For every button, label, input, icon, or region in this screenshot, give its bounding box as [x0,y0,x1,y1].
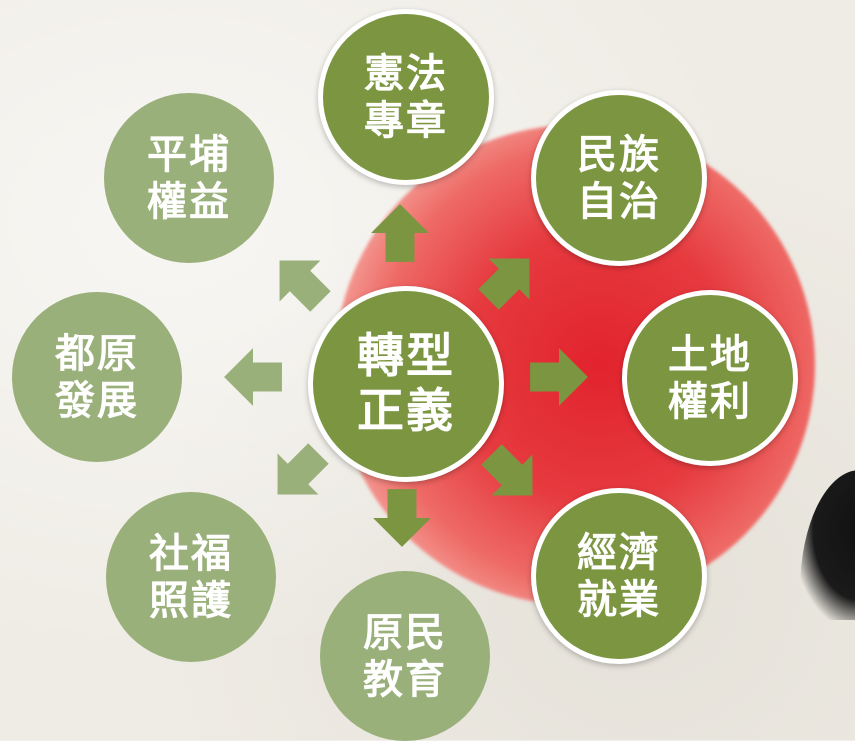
node-indigenous-education: 原民 教育 [320,571,490,741]
arrow-to-top-left [256,237,344,325]
arrow-to-left [222,346,284,408]
arrow-to-top [369,202,431,264]
node-line-2: 權利 [668,378,752,425]
node-line-2: 教育 [363,656,447,703]
node-line-1: 土地 [668,330,752,378]
node-line-1: 都原 [55,329,139,377]
arrow-to-bottom-left [254,430,342,518]
node-line-2: 自治 [577,178,661,225]
node-line-2: 就業 [577,576,661,623]
node-urban-indigenous-development: 都原 發展 [12,292,182,462]
node-transitional-justice: 轉型 正義 [308,286,504,482]
node-line-1: 民族 [577,130,661,178]
node-pingpu-rights: 平埔 權益 [104,93,274,263]
node-line-1: 社福 [149,529,233,577]
center-line-2: 正義 [357,384,455,439]
center-line-1: 轉型 [357,328,455,384]
node-line-2: 照護 [149,577,233,624]
node-line-1: 憲法 [364,49,448,97]
arrow-to-bottom [371,487,433,549]
arrow-to-top-right [465,235,553,323]
node-economy-employment: 經濟 就業 [531,488,707,664]
node-line-1: 平埔 [147,130,231,178]
node-ethnic-autonomy: 民族 自治 [531,90,707,266]
node-constitution-chapter: 憲法 專章 [318,9,494,185]
node-land-rights: 土地 權利 [622,290,798,466]
node-line-1: 原民 [363,608,447,656]
node-social-welfare-care: 社福 照護 [106,492,276,662]
node-line-2: 權益 [147,178,231,225]
node-line-2: 專章 [364,97,448,144]
node-line-2: 發展 [55,377,139,424]
node-line-1: 經濟 [577,528,661,576]
arrow-to-bottom-right [468,431,556,519]
arrow-to-right [528,346,590,408]
